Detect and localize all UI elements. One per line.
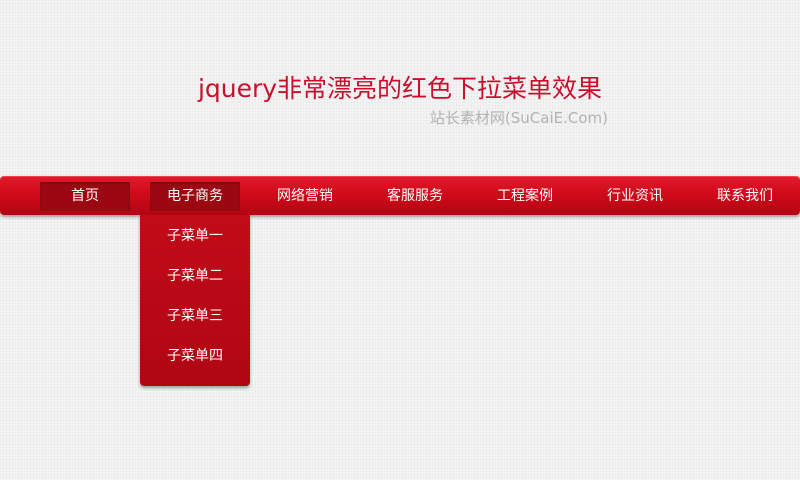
ecommerce-dropdown-menu: 子菜单一 子菜单二 子菜单三 子菜单四: [140, 215, 250, 386]
dropdown-item-3[interactable]: 子菜单三: [167, 308, 223, 324]
nav-item-marketing[interactable]: 网络营销: [277, 188, 333, 204]
page-title: jquery非常漂亮的红色下拉菜单效果: [197, 74, 603, 103]
main-nav-bar: 首页 电子商务 网络营销 客服服务 工程案例 行业资讯 联系我们: [0, 176, 800, 215]
page-header: jquery非常漂亮的红色下拉菜单效果 站长素材网(SuCaiE.Com): [0, 0, 800, 170]
nav-item-cases[interactable]: 工程案例: [497, 188, 553, 204]
dropdown-item-4[interactable]: 子菜单四: [167, 348, 223, 364]
dropdown-item-2[interactable]: 子菜单二: [167, 268, 223, 284]
nav-item-customer-service[interactable]: 客服服务: [387, 188, 443, 204]
nav-item-contact[interactable]: 联系我们: [717, 188, 773, 204]
nav-item-news[interactable]: 行业资讯: [607, 188, 663, 204]
page-subtitle: 站长素材网(SuCaiE.Com): [429, 109, 608, 127]
nav-item-ecommerce[interactable]: 电子商务: [150, 182, 240, 211]
nav-item-home[interactable]: 首页: [40, 182, 130, 211]
dropdown-item-1[interactable]: 子菜单一: [167, 228, 223, 244]
